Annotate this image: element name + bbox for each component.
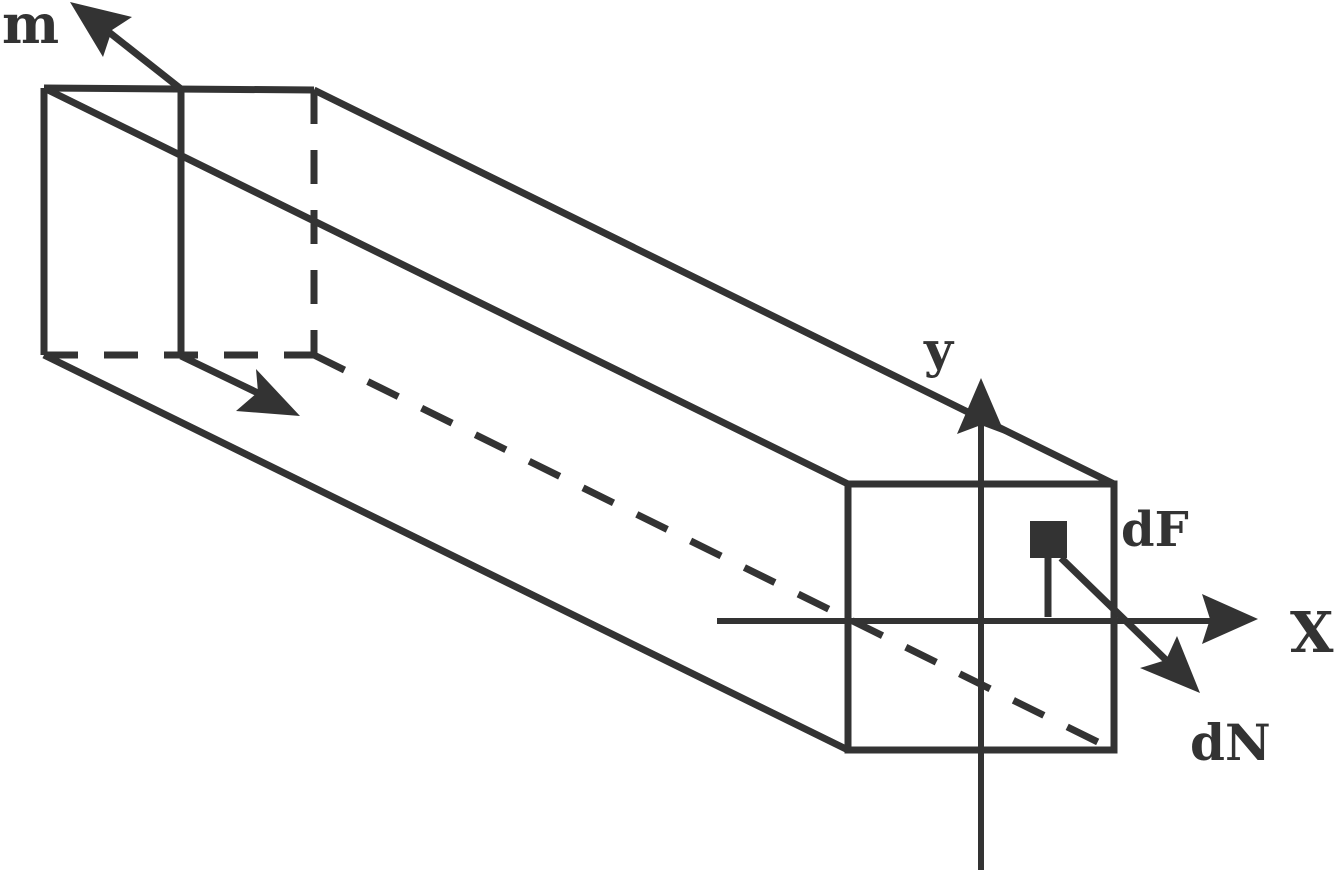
- coordinate-axes: [717, 378, 1258, 870]
- x-axis-label: X: [1290, 600, 1334, 666]
- normal-force-shaft: [1058, 555, 1169, 663]
- beam-prism: [40, 84, 1118, 754]
- moment-vector: [70, 2, 184, 92]
- normal-force-arrowhead-icon: [1140, 636, 1200, 693]
- y-axis-arrowhead-icon: [957, 378, 1005, 434]
- moment-arrowhead-icon: [70, 2, 132, 57]
- rotation-arrowhead-icon: [236, 369, 300, 416]
- x-axis-arrowhead-icon: [1202, 594, 1258, 644]
- top-front-edge: [42, 84, 850, 488]
- y-axis-label: y: [923, 320, 955, 379]
- rotation-arrow: [179, 352, 300, 416]
- area-element-label: dF: [1121, 502, 1189, 558]
- moment-label: m: [2, 0, 59, 56]
- area-element-square: [1030, 521, 1067, 558]
- normal-force-label: dN: [1190, 713, 1271, 772]
- area-element: [1030, 521, 1200, 693]
- moment-vector-shaft: [102, 26, 184, 92]
- bottom-front-edge: [42, 351, 850, 754]
- rotation-arrow-shaft: [179, 352, 260, 397]
